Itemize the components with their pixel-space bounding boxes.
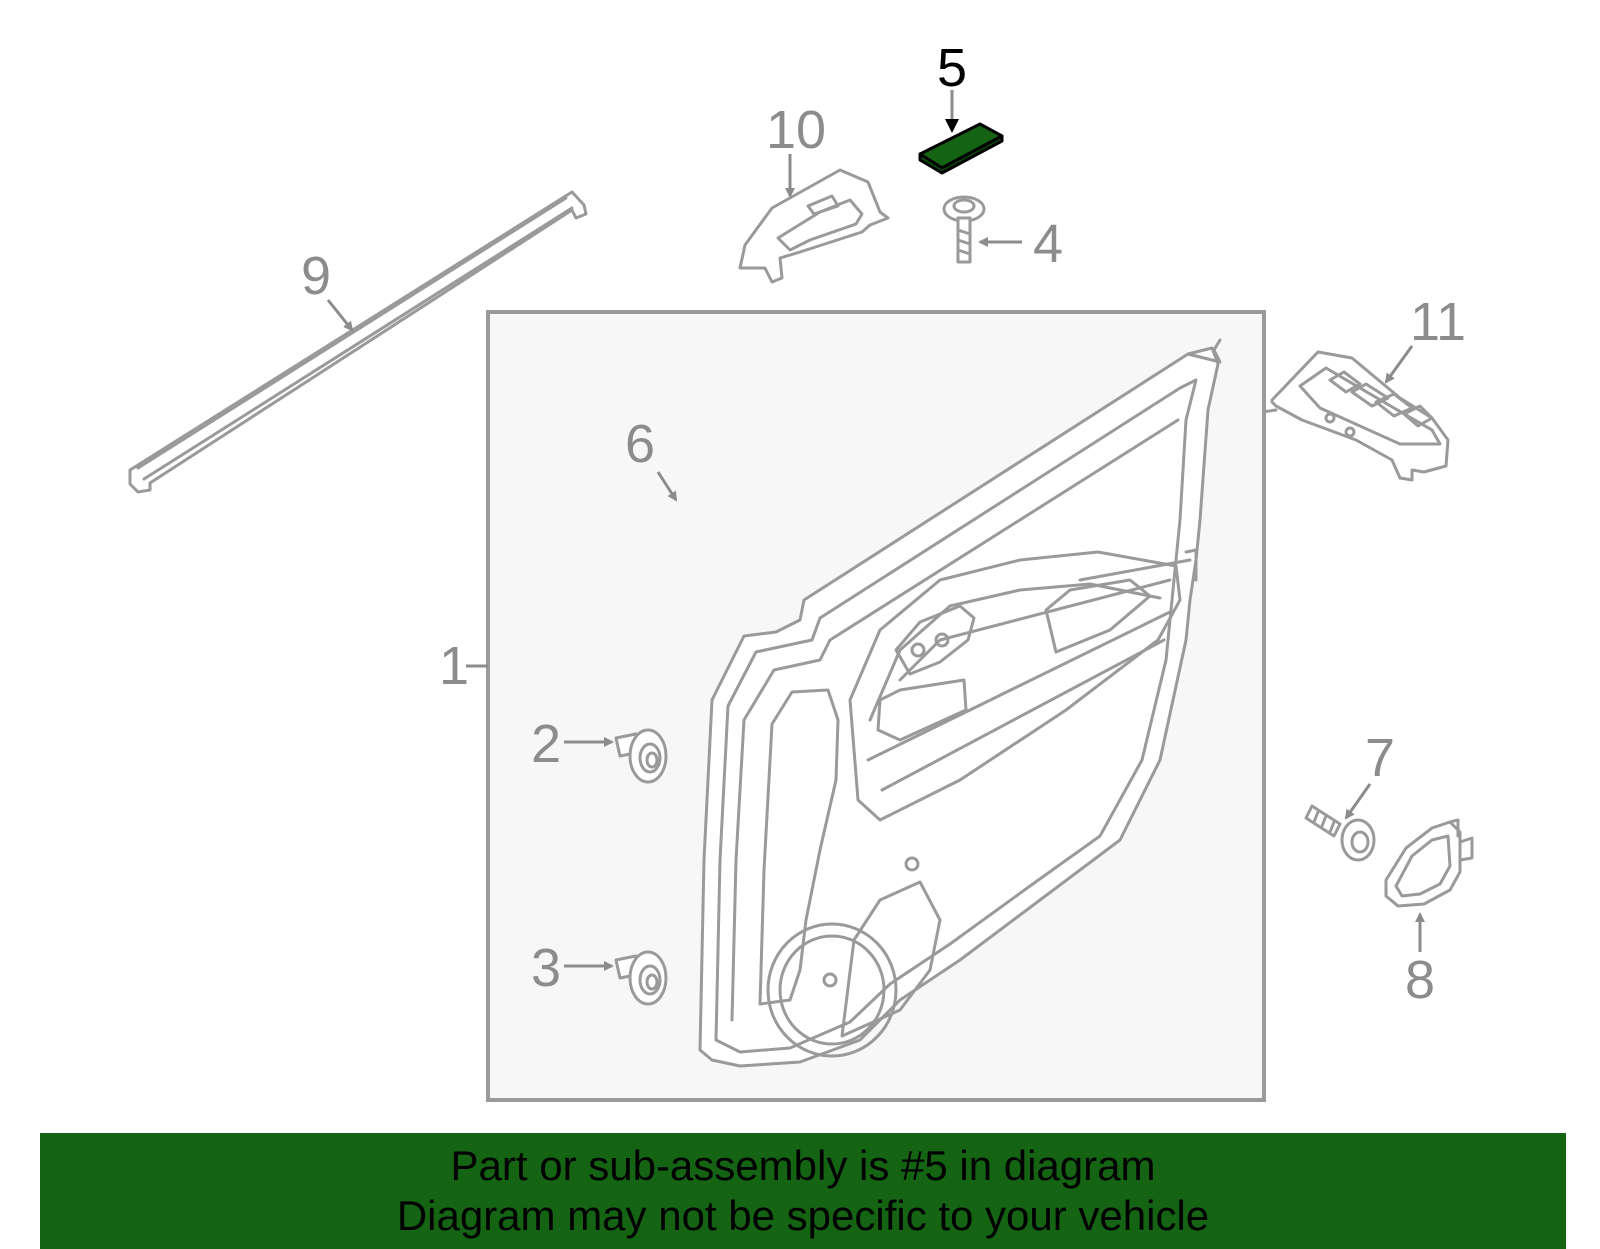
part-5-highlighted [918, 122, 1004, 175]
callout-7: 7 [1365, 728, 1395, 788]
part-2-clip [614, 728, 668, 784]
callout-4: 4 [1033, 214, 1063, 274]
part-8-escutcheon [1384, 818, 1474, 908]
callout-8: 8 [1405, 950, 1435, 1010]
door-trim-panel-drawing [698, 338, 1222, 1068]
callout-2: 2 [531, 714, 561, 774]
part-4-screw [942, 195, 986, 264]
leader-lines [326, 90, 1425, 971]
part-9-belt-molding [128, 190, 588, 494]
callout-9: 9 [301, 246, 331, 306]
callout-3: 3 [531, 938, 561, 998]
banner-line-1: Part or sub-assembly is #5 in diagram [450, 1142, 1156, 1189]
callout-10: 10 [766, 100, 826, 160]
banner-line-2: Diagram may not be specific to your vehi… [396, 1192, 1210, 1239]
part-3-clip [614, 950, 668, 1006]
part-7-screw [1304, 804, 1376, 862]
part-10-switch-bezel [738, 168, 890, 284]
callout-5: 5 [937, 38, 967, 98]
callout-1: 1 [439, 636, 469, 696]
callout-11: 11 [1410, 292, 1466, 352]
callout-6: 6 [625, 414, 655, 474]
part-11-master-switch [1260, 350, 1450, 482]
info-banner: Part or sub-assembly is #5 in diagram Di… [40, 1133, 1566, 1249]
